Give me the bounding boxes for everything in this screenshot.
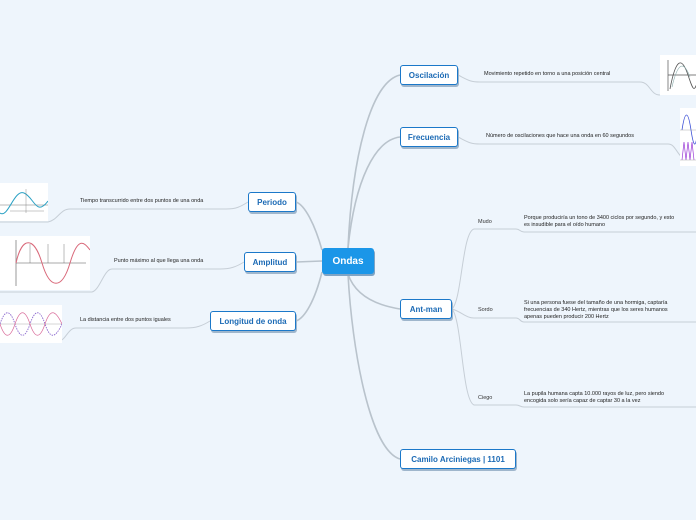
periodo-wave-image [0,183,48,221]
antman-item-sordo-label[interactable]: Sordo [478,307,493,313]
ciego-desc-line-2: encogida solo sería capaz de captar 30 a… [524,398,641,404]
branch-camilo [347,273,401,460]
frecuencia-wave-graphic [680,114,696,161]
amplitud-desc: Punto máximo al que llega una onda [114,258,204,264]
node-oscilacion[interactable]: Oscilación [400,65,458,85]
oscilacion-wave-image [660,55,696,95]
node-amplitud[interactable]: Amplitud [244,252,296,272]
longitud-wave-image [0,305,62,343]
node-frecuencia[interactable]: Frecuencia [400,127,458,147]
frecuencia-desc: Número de oscilaciones que hace una onda… [486,133,634,139]
branch-longitud [295,271,323,322]
node-camilo[interactable]: Camilo Arciniegas | 1101 [400,449,516,469]
longitud-desc: La distancia entre dos puntos iguales [80,317,171,323]
mudo-desc-line-2: es insudible para el oído humano [524,222,606,228]
amplitud-wave-image [0,236,90,290]
node-periodo[interactable]: Periodo [248,192,296,212]
ciego-desc-line-1: La pupila humana capta 10.000 rayos de l… [524,391,665,397]
antman-item-sordo-desc: Si una persona fuese del tamaño de una h… [524,300,696,321]
periodo-desc: Tiempo transcurrido entre dos puntos de … [80,198,204,204]
branch-oscilacion [347,74,401,249]
node-longitud[interactable]: Longitud de onda [210,311,296,331]
antman-item-mudo-label[interactable]: Mudo [478,219,492,225]
sordo-desc-line-3: apenas pueden producir 200 Hertz [524,314,609,320]
amplitud-wave-graphic [15,240,90,286]
center-node-ondas[interactable]: Ondas [322,248,374,274]
branch-amplitud [295,260,323,263]
sordo-desc-line-2: frecuencias de 340 Hertz, mientras que l… [524,307,668,313]
oscilacion-desc: Movimiento repetido en torno a una posic… [484,71,611,77]
periodo-wave-graphic [0,189,48,215]
antman-item-ciego-label[interactable]: Ciego [478,395,493,401]
longitud-wave-graphic [0,312,62,336]
branch-periodo [295,201,323,251]
branch-antman [347,273,401,310]
frecuencia-wave-image [680,108,696,166]
branch-frecuencia [347,136,401,249]
sordo-desc-line-1: Si una persona fuese del tamaño de una h… [524,300,668,306]
antman-item-mudo-desc: Porque produciría un tono de 3400 ciclos… [524,215,696,229]
antman-item-ciego-desc: La pupila humana capta 10.000 rayos de l… [524,391,696,405]
oscilacion-wave-graphic [667,60,696,91]
mudo-desc-line-1: Porque produciría un tono de 3400 ciclos… [524,215,675,221]
node-antman[interactable]: Ant-man [400,299,452,319]
